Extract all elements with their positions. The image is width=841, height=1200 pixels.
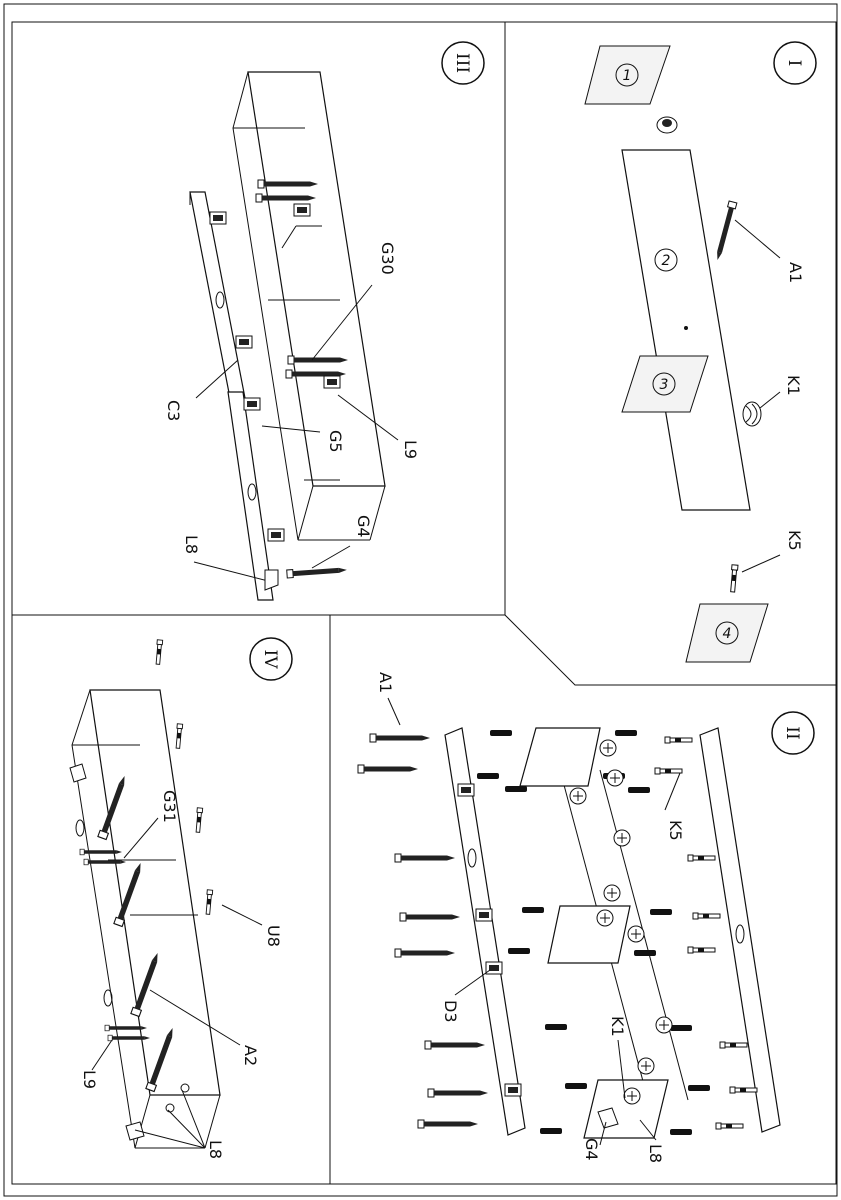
label-g5: G5 [326, 430, 345, 453]
cabinet-box [232, 71, 386, 541]
step-3-badge: III [441, 41, 485, 85]
bracket-l8 [264, 569, 279, 591]
step-1-panel: I 1 2 3 A1 [584, 41, 817, 663]
part-3-panel: 3 [621, 355, 709, 413]
step-1-numeral: I [784, 60, 804, 67]
bracket-g4-l8 [597, 1107, 619, 1129]
bolt-k5 [729, 564, 739, 593]
screw-a1 [713, 200, 738, 262]
label-a2: A2 [241, 1045, 260, 1066]
label-a1: A1 [786, 262, 805, 283]
label-g4: G4 [354, 515, 373, 538]
part-2-panel: 1 [584, 45, 671, 105]
part-4-panel: 4 [685, 603, 769, 663]
label-l9: L9 [401, 440, 420, 459]
step-2-numeral: II [782, 726, 802, 739]
part-2-number: 1 [623, 68, 632, 84]
label-g31: G31 [160, 790, 179, 823]
cabinet-frame [71, 689, 221, 1149]
label-k5-step2: K5 [666, 820, 685, 841]
step-3-numeral: III [452, 53, 472, 73]
step-2-panel: II A1 [357, 672, 815, 1163]
step-2-badge: II [771, 711, 815, 755]
part-4-number: 4 [723, 626, 732, 642]
step-1-badge: I [773, 41, 817, 85]
label-g30: G30 [378, 242, 397, 275]
label-l8-step4: L8 [206, 1140, 225, 1159]
part-3-number: 3 [660, 377, 669, 393]
part-1-number: 2 [662, 253, 671, 269]
step-3-panel: III G30 L9 [164, 41, 485, 601]
label-l9-step4: L9 [80, 1070, 99, 1089]
label-c3: C3 [164, 400, 183, 421]
bottom-panel [699, 727, 781, 1133]
label-k5: K5 [785, 530, 804, 551]
door-1-panel [189, 191, 253, 399]
step-4-badge: IV [249, 637, 293, 681]
screw-g4 [286, 565, 348, 579]
step-4-panel: IV A2 G31 [69, 637, 293, 1159]
label-k1: K1 [784, 375, 803, 396]
top-panel [444, 727, 526, 1136]
label-k1-step2: K1 [608, 1016, 627, 1037]
connector-k1 [742, 401, 762, 427]
label-a1-step2: A1 [376, 672, 395, 693]
door-2-panel [227, 391, 285, 601]
label-l8-step2: L8 [646, 1144, 665, 1163]
cam-fitting [656, 116, 678, 134]
label-u8: U8 [264, 925, 283, 947]
step-4-numeral: IV [260, 650, 280, 670]
label-g4-step2: G4 [582, 1138, 601, 1161]
label-d3: D3 [441, 1000, 460, 1023]
frames [3, 3, 838, 1197]
label-l8: L8 [182, 535, 201, 554]
